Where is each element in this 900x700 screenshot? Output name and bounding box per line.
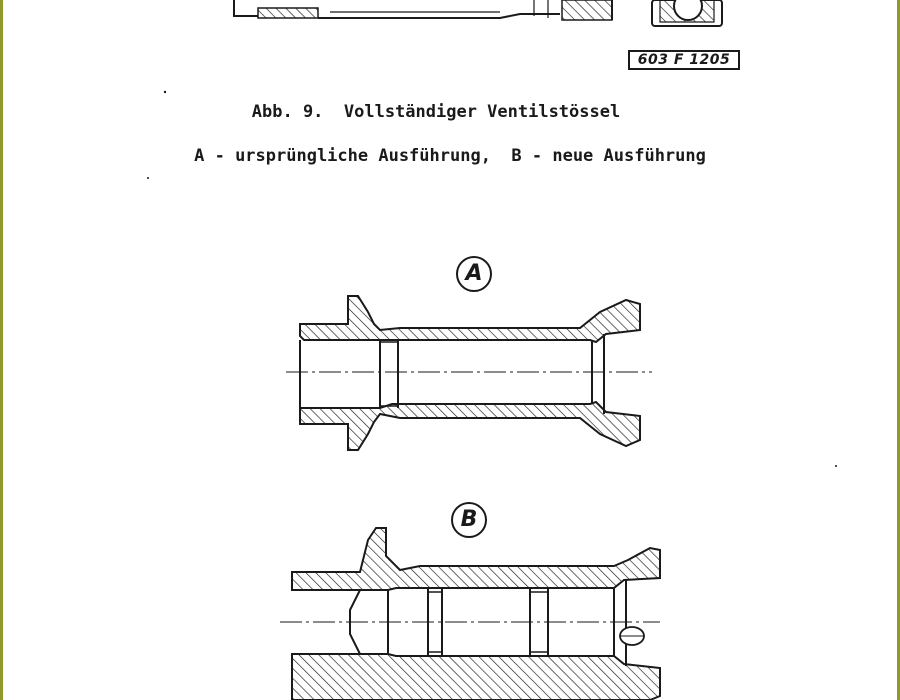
view-label-b: B bbox=[451, 502, 487, 538]
drawing-number-box: 603 F 1205 bbox=[628, 50, 740, 70]
figure-caption-legend: A - ursprüngliche Ausführung, B - neue A… bbox=[194, 146, 706, 166]
page-border-left bbox=[0, 0, 3, 700]
view-a-drawing bbox=[286, 295, 652, 451]
figure-caption-title: Abb. 9. Vollständiger Ventilstössel bbox=[251, 102, 621, 122]
view-b-drawing bbox=[280, 527, 661, 700]
page-border-right bbox=[897, 0, 900, 700]
view-label-a: A bbox=[456, 256, 492, 292]
top-partial-drawing bbox=[233, 0, 723, 27]
